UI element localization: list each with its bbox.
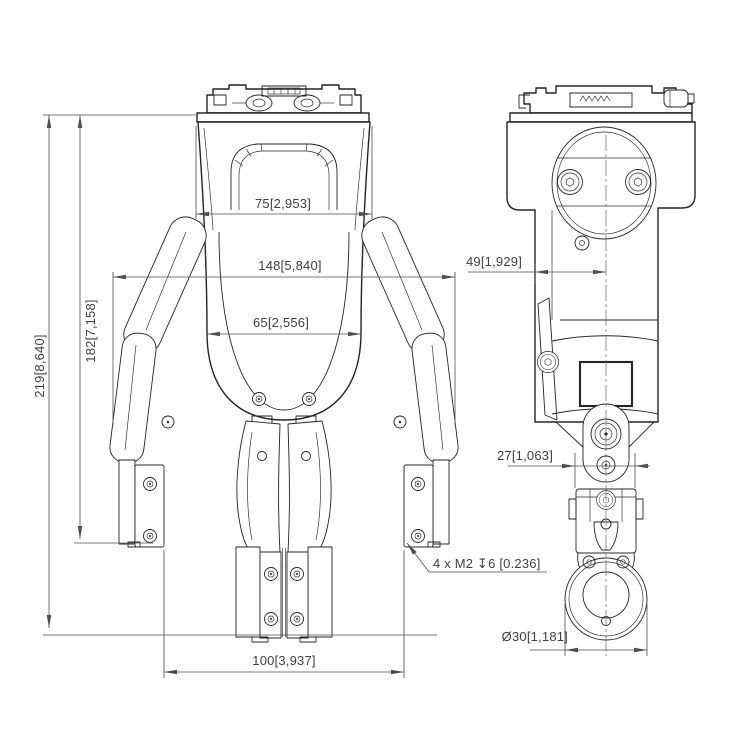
- dimension-49: 49[1,929]: [466, 254, 606, 284]
- dimension-148: 148[5,840]: [112, 258, 456, 425]
- dimension-75: 75[2,953]: [195, 126, 373, 219]
- mounting-flange-side: [509, 112, 693, 123]
- dimension-30-label: Ø30[1,181]: [502, 629, 568, 644]
- dimension-27-label: 27[1,063]: [497, 448, 553, 463]
- dimension-65-label: 65[2,556]: [253, 315, 309, 330]
- dimension-30: Ø30[1,181]: [502, 604, 648, 656]
- thread-note: 4 x M2 ↧6 [0.236]: [406, 542, 547, 573]
- dimension-75-label: 75[2,953]: [255, 196, 311, 211]
- dimension-49-label: 49[1,929]: [466, 254, 522, 269]
- dimension-148-label: 148[5,840]: [258, 258, 321, 273]
- dimension-219-label: 219[8,640]: [32, 334, 47, 397]
- quick-changer-side: [518, 85, 695, 114]
- dimension-182: 182[7,158]: [74, 115, 153, 544]
- dimension-100-label: 100[3,937]: [252, 653, 315, 668]
- centre-fingers-front: [235, 420, 333, 643]
- side-view: [506, 85, 696, 656]
- mounting-flange-front: [196, 112, 370, 123]
- dimension-219: 219[8,640]: [32, 114, 437, 636]
- gripper-body-front: [197, 121, 371, 430]
- front-view: [109, 84, 460, 643]
- dimension-27: 27[1,063]: [497, 448, 650, 488]
- dimension-65: 65[2,556]: [207, 315, 361, 337]
- dimension-annotations: 75[2,953] 148[5,840] 65[2,556] 182[7,158…: [32, 114, 650, 678]
- arm-and-pad-left: [109, 216, 207, 548]
- arm-and-pad-right: [356, 211, 459, 547]
- gripper-body-side: [506, 121, 696, 483]
- quick-changer-front: [206, 84, 362, 114]
- thread-note-label: 4 x M2 ↧6 [0.236]: [433, 556, 541, 571]
- dimension-100: 100[3,937]: [163, 550, 405, 678]
- dimension-182-label: 182[7,158]: [83, 299, 98, 362]
